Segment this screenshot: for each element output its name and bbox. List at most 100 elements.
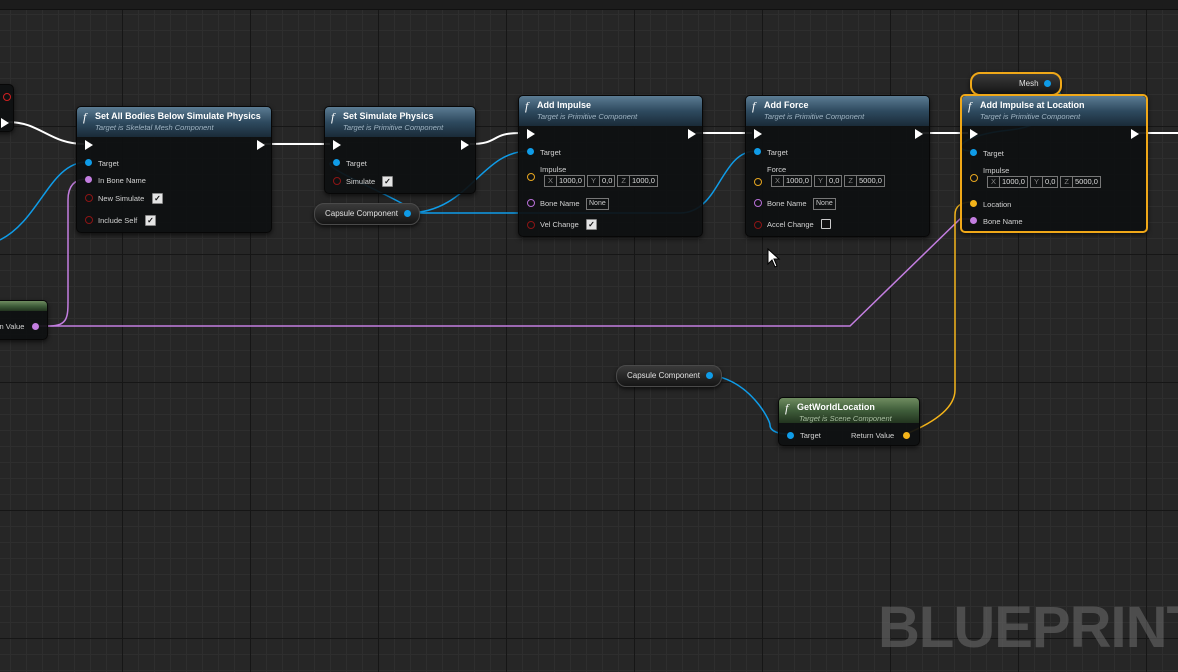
bone-name-pin[interactable] [754, 199, 762, 207]
exec-wire-2[interactable] [469, 132, 521, 145]
node-subtitle: Target is Primitive Component [537, 112, 638, 121]
node-set-simulate-physics[interactable]: f Set Simulate Physics Target is Primiti… [324, 106, 476, 194]
variable-label: Capsule Component [627, 371, 700, 380]
bone-name-label: Bone Name [767, 199, 807, 208]
simulate-checkbox[interactable]: ✓ [382, 176, 393, 187]
target-label: Target [767, 148, 788, 157]
left-node-exec-out[interactable] [1, 118, 9, 128]
left-node-red-pin[interactable] [3, 93, 11, 101]
exec-out-pin[interactable] [1131, 129, 1139, 139]
location-pin[interactable] [970, 200, 977, 207]
new-simulate-pin[interactable] [85, 194, 93, 202]
force-label: Force [767, 165, 787, 174]
node-add-force[interactable]: f Add Force Target is Primitive Componen… [745, 95, 930, 237]
capsule-output-pin[interactable] [404, 210, 411, 217]
impulse-label: Impulse [540, 165, 567, 174]
bone-name-pin[interactable] [527, 199, 535, 207]
z-value-field[interactable]: 5000,0 [856, 175, 885, 187]
x-value-field[interactable]: 1000,0 [783, 175, 812, 187]
node-title: GetWorldLocation [797, 402, 875, 412]
force-pin[interactable] [754, 178, 762, 186]
new-simulate-checkbox[interactable]: ✓ [152, 193, 163, 204]
include-self-label: Include Self [98, 216, 138, 225]
node-set-all-bodies-below-simulate-physics[interactable]: f Set All Bodies Below Simulate Physics … [76, 106, 272, 233]
target-label: Target [346, 159, 367, 168]
return-value-partial-pin[interactable] [32, 323, 39, 330]
include-self-pin[interactable] [85, 216, 93, 224]
return-value-partial-label: rn Value [0, 322, 25, 331]
object-wire-left[interactable] [0, 161, 88, 241]
mesh-output-pin[interactable] [1044, 80, 1051, 87]
node-add-impulse-at-location[interactable]: f Add Impulse at Location Target is Prim… [960, 94, 1148, 233]
left-offscreen-node[interactable] [0, 84, 14, 132]
exec-wire-start[interactable] [7, 121, 85, 145]
bone-name-pin[interactable] [970, 217, 977, 224]
z-value-field[interactable]: 5000,0 [1072, 176, 1101, 188]
exec-in-pin[interactable] [333, 140, 341, 150]
blueprint-watermark: BLUEPRINT [878, 595, 1178, 660]
mesh-variable[interactable]: Mesh [970, 72, 1062, 96]
x-axis-label: X [987, 176, 1000, 188]
accel-change-pin[interactable] [754, 221, 762, 229]
y-axis-label: Y [586, 175, 599, 187]
capsule-component-variable-2[interactable]: Capsule Component [616, 365, 722, 387]
function-icon: f [83, 110, 87, 124]
impulse-pin[interactable] [527, 173, 535, 181]
target-pin[interactable] [527, 148, 534, 155]
target-pin[interactable] [754, 148, 761, 155]
z-axis-label: Z [1060, 176, 1073, 188]
function-icon: f [331, 110, 335, 124]
return-value-pin[interactable] [903, 432, 910, 439]
exec-out-pin[interactable] [688, 129, 696, 139]
impulse-label: Impulse [983, 166, 1010, 175]
target-pin[interactable] [787, 432, 794, 439]
node-add-impulse[interactable]: f Add Impulse Target is Primitive Compon… [518, 95, 703, 237]
x-value-field[interactable]: 1000,0 [999, 176, 1028, 188]
exec-in-pin[interactable] [85, 140, 93, 150]
node-title: Set Simulate Physics [343, 111, 434, 121]
node-title: Add Impulse at Location [980, 100, 1085, 110]
node-get-world-location[interactable]: f GetWorldLocation Target is Scene Compo… [778, 397, 920, 446]
target-pin[interactable] [333, 159, 340, 166]
in-bone-name-pin[interactable] [85, 176, 92, 183]
capsule-output-pin[interactable] [706, 372, 713, 379]
y-value-field[interactable]: 0,0 [598, 175, 616, 187]
target-label: Target [800, 431, 821, 440]
bone-name-field[interactable]: None [586, 198, 609, 210]
bone-name-field[interactable]: None [813, 198, 836, 210]
function-icon: f [752, 99, 756, 113]
target-label: Target [98, 159, 119, 168]
exec-out-pin[interactable] [257, 140, 265, 150]
vel-change-checkbox[interactable]: ✓ [586, 219, 597, 230]
include-self-checkbox[interactable]: ✓ [145, 215, 156, 226]
exec-out-pin[interactable] [915, 129, 923, 139]
return-value-partial-node[interactable]: rn Value [0, 300, 48, 340]
z-axis-label: Z [617, 175, 630, 187]
target-pin[interactable] [970, 149, 977, 156]
capsule-component-variable[interactable]: Capsule Component [314, 203, 420, 225]
exec-in-pin[interactable] [970, 129, 978, 139]
in-bone-name-label: In Bone Name [98, 176, 146, 185]
simulate-pin[interactable] [333, 177, 341, 185]
x-axis-label: X [771, 175, 784, 187]
node-title: Set All Bodies Below Simulate Physics [95, 111, 261, 121]
exec-in-pin[interactable] [527, 129, 535, 139]
vel-change-pin[interactable] [527, 221, 535, 229]
target-pin[interactable] [85, 159, 92, 166]
mouse-cursor-icon [767, 248, 781, 268]
target-label: Target [983, 149, 1004, 158]
accel-change-checkbox[interactable] [821, 219, 831, 229]
y-axis-label: Y [813, 175, 826, 187]
exec-out-pin[interactable] [461, 140, 469, 150]
x-value-field[interactable]: 1000,0 [556, 175, 585, 187]
y-value-field[interactable]: 0,0 [1041, 176, 1059, 188]
z-value-field[interactable]: 1000,0 [629, 175, 658, 187]
node-header: f GetWorldLocation Target is Scene Compo… [779, 398, 919, 423]
exec-in-pin[interactable] [754, 129, 762, 139]
impulse-pin[interactable] [970, 174, 978, 182]
y-value-field[interactable]: 0,0 [825, 175, 843, 187]
node-header: f Add Impulse at Location Target is Prim… [962, 96, 1146, 126]
